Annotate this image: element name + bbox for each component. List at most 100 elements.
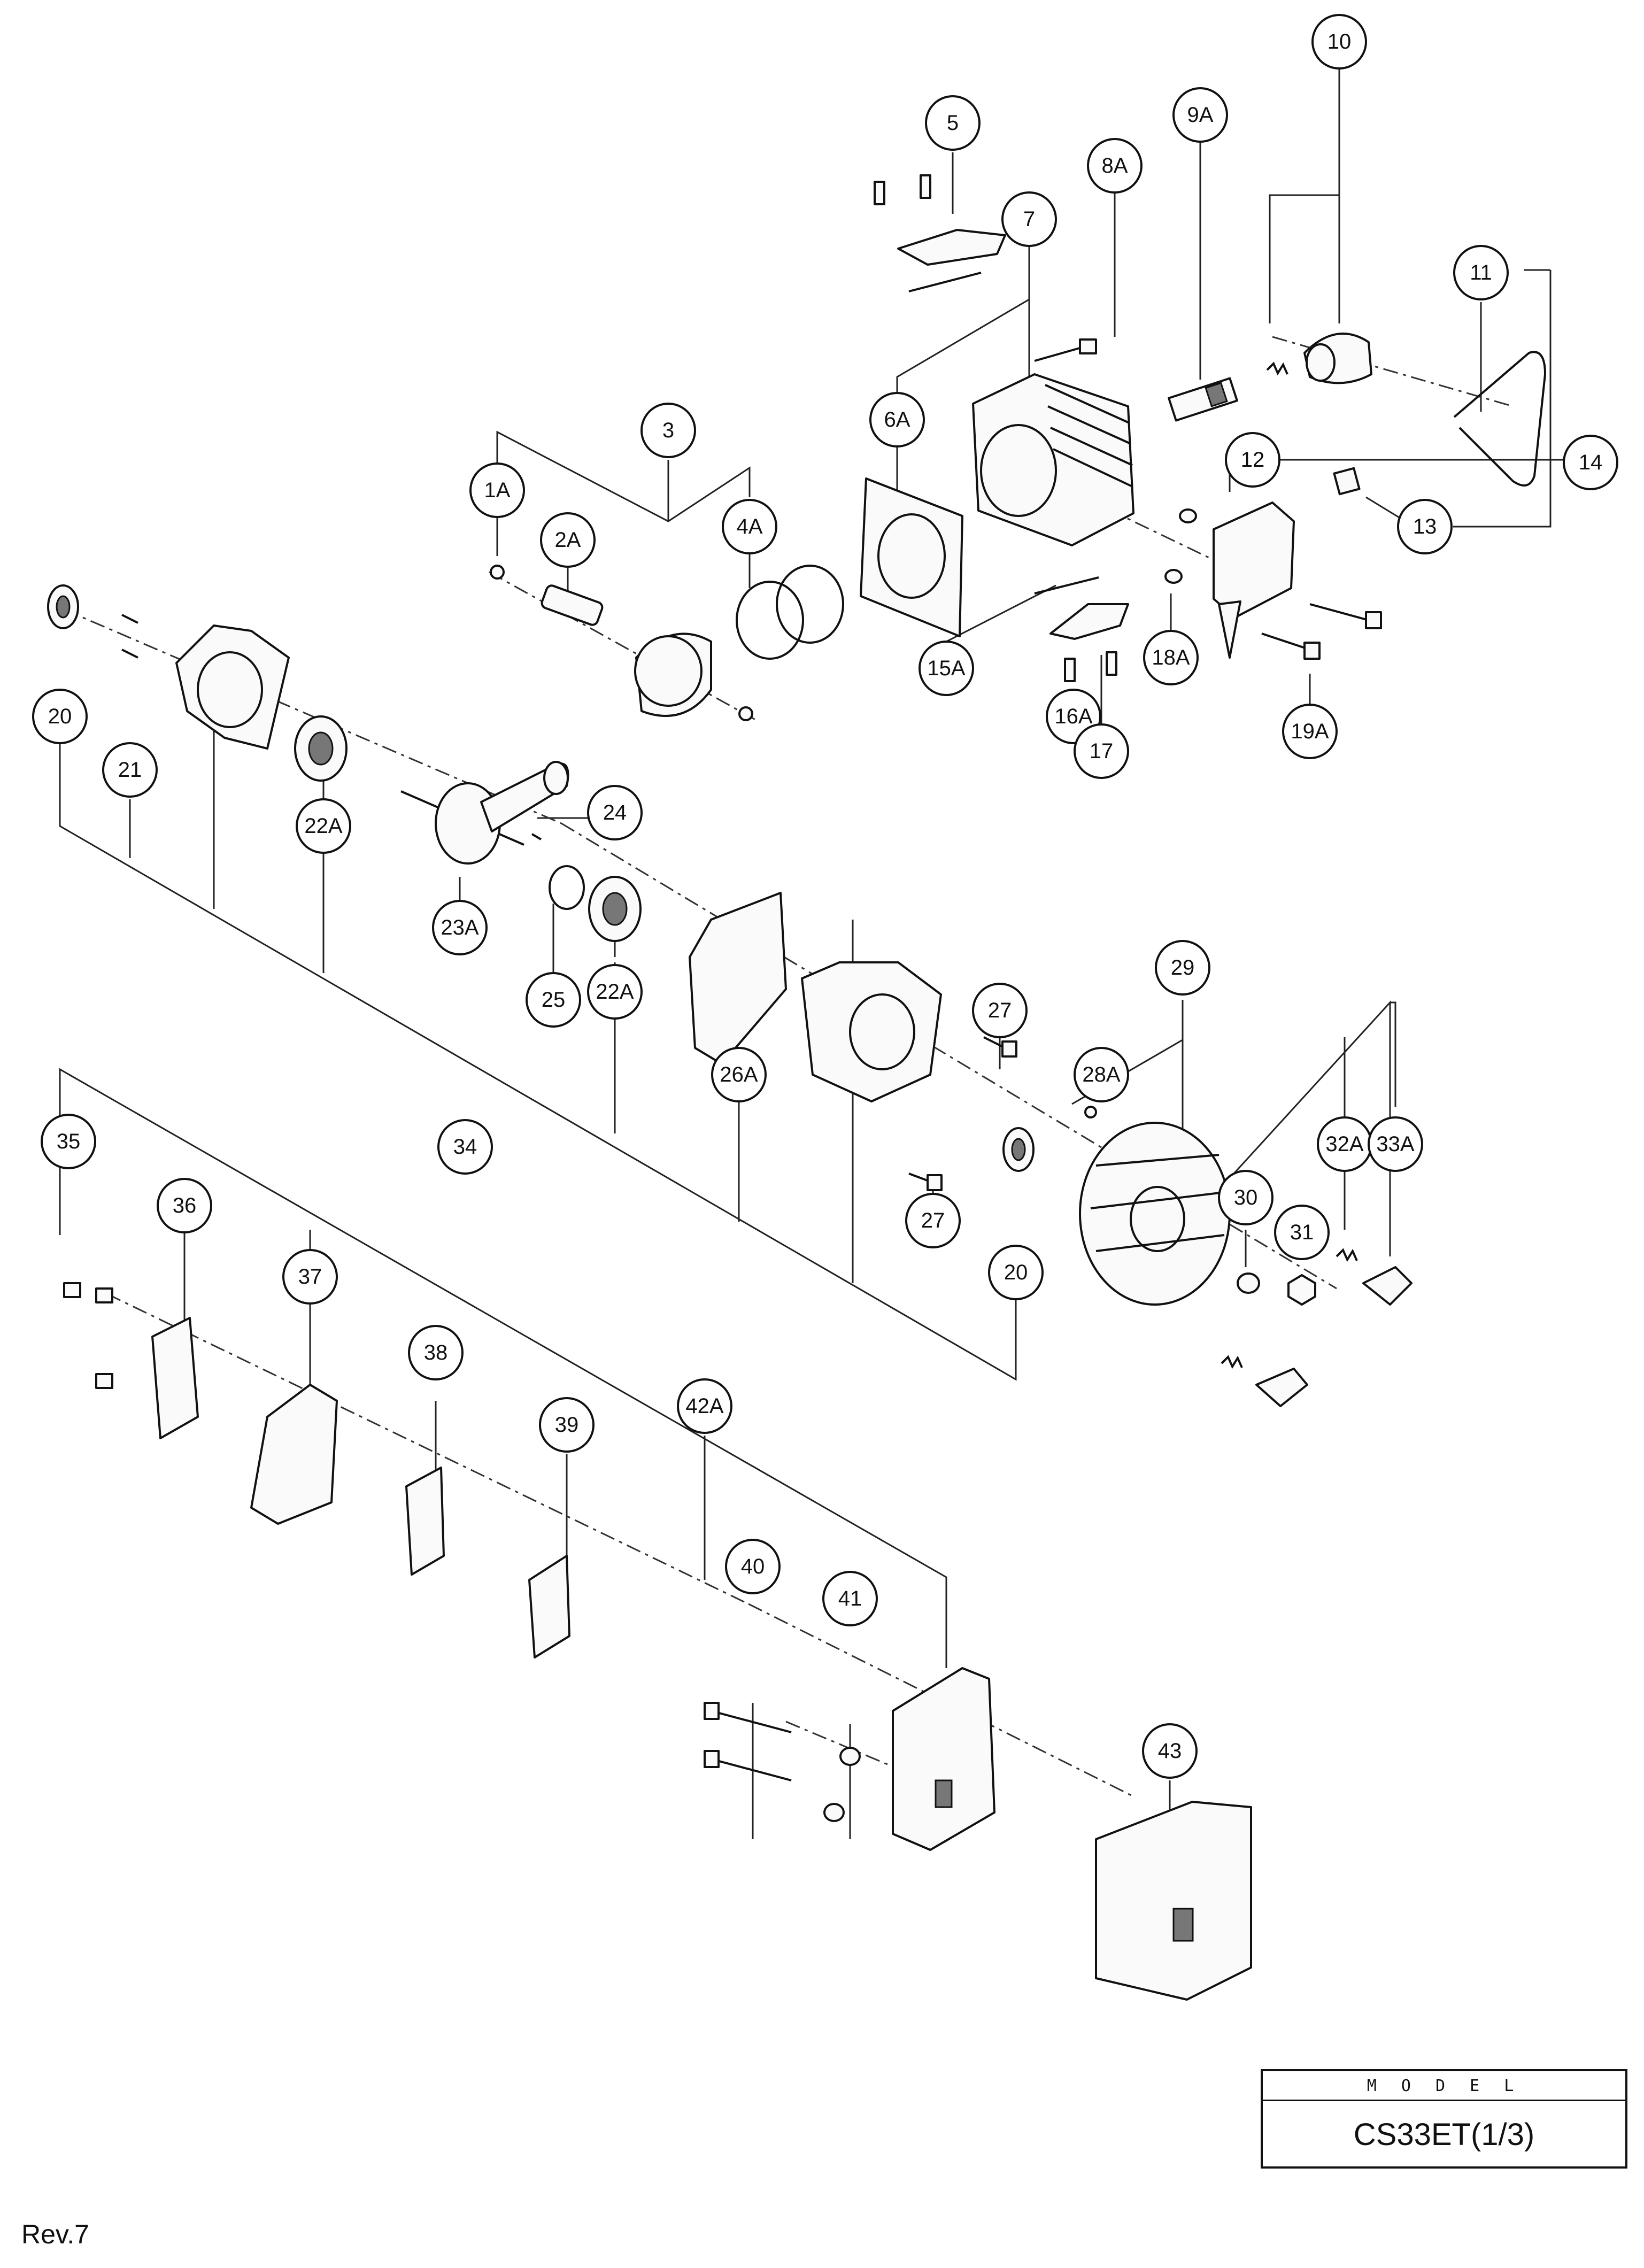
svg-text:42A: 42A xyxy=(685,1394,723,1418)
svg-text:15A: 15A xyxy=(927,657,965,680)
callout-20-left: 20 xyxy=(32,689,88,744)
callout-29: 29 xyxy=(1155,940,1210,996)
callout-7: 7 xyxy=(1001,191,1057,247)
callout-23a: 23A xyxy=(432,900,488,955)
svg-text:38: 38 xyxy=(424,1341,448,1364)
flywheel-part xyxy=(1079,1122,1231,1306)
cylinder-gasket-part xyxy=(860,477,963,637)
svg-text:19A: 19A xyxy=(1291,720,1329,743)
svg-text:31: 31 xyxy=(1290,1221,1314,1244)
svg-text:13: 13 xyxy=(1413,515,1437,538)
svg-text:17: 17 xyxy=(1090,739,1114,763)
callout-17: 17 xyxy=(1074,723,1129,779)
callout-30: 30 xyxy=(1218,1170,1273,1225)
svg-text:8A: 8A xyxy=(1102,154,1128,178)
callout-27-lower: 27 xyxy=(905,1193,961,1248)
svg-text:39: 39 xyxy=(555,1413,579,1437)
svg-text:3: 3 xyxy=(662,419,674,442)
callout-34: 34 xyxy=(437,1119,493,1175)
svg-text:41: 41 xyxy=(838,1587,862,1610)
callout-39: 39 xyxy=(539,1397,595,1453)
callout-28a: 28A xyxy=(1074,1047,1129,1102)
svg-text:25: 25 xyxy=(542,988,566,1012)
svg-text:40: 40 xyxy=(741,1555,765,1578)
callout-33a: 33A xyxy=(1368,1116,1423,1172)
svg-text:20: 20 xyxy=(1004,1261,1028,1284)
leader-lines xyxy=(59,70,1591,1839)
callout-3: 3 xyxy=(640,403,696,458)
callout-20-right: 20 xyxy=(988,1245,1044,1300)
callout-11: 11 xyxy=(1453,245,1509,300)
muffler-part xyxy=(892,1667,995,1851)
callout-8a: 8A xyxy=(1087,138,1143,194)
svg-text:26A: 26A xyxy=(720,1063,758,1086)
callout-18a: 18A xyxy=(1143,630,1199,685)
assembly-axes xyxy=(64,336,1514,1798)
crankcase-right-part xyxy=(801,961,942,1102)
callout-10: 10 xyxy=(1311,14,1367,70)
svg-text:35: 35 xyxy=(57,1130,81,1153)
callout-31: 31 xyxy=(1274,1205,1330,1260)
callout-25: 25 xyxy=(526,972,581,1028)
cylinder-part xyxy=(972,373,1134,546)
plug-cap-part xyxy=(1266,333,1372,384)
callout-9a: 9A xyxy=(1172,87,1228,143)
callout-22a-right: 22A xyxy=(587,964,643,1020)
model-label: M O D E L xyxy=(1263,2071,1625,2101)
spark-plug-part xyxy=(1168,377,1238,422)
callout-40: 40 xyxy=(725,1539,781,1594)
callout-15a: 15A xyxy=(919,641,974,696)
svg-text:34: 34 xyxy=(453,1135,477,1159)
callout-36: 36 xyxy=(157,1178,212,1233)
heat-shield-part xyxy=(874,174,1006,292)
callout-4a: 4A xyxy=(722,499,777,554)
svg-text:21: 21 xyxy=(118,758,142,782)
svg-text:9A: 9A xyxy=(1187,103,1214,127)
callout-37: 37 xyxy=(282,1249,338,1305)
svg-text:23A: 23A xyxy=(441,916,478,939)
svg-text:16A: 16A xyxy=(1054,705,1092,728)
model-value: CS33ET(1/3) xyxy=(1353,2117,1535,2152)
callout-42a: 42A xyxy=(677,1378,732,1434)
svg-text:7: 7 xyxy=(1023,207,1035,231)
callout-21: 21 xyxy=(102,742,158,798)
svg-text:22A: 22A xyxy=(304,814,342,838)
callout-5: 5 xyxy=(925,95,981,151)
svg-text:12: 12 xyxy=(1241,448,1265,472)
ignition-cord-part xyxy=(1453,351,1547,487)
svg-text:27: 27 xyxy=(988,999,1012,1022)
callout-43: 43 xyxy=(1142,1723,1198,1779)
part-illustrations xyxy=(47,174,1547,2001)
title-block: M O D E L CS33ET(1/3) xyxy=(1261,2069,1627,2169)
callouts: 1A 2A 3 4A 5 6A 7 8A 9A 10 11 12 13 14 1… xyxy=(32,14,1618,1779)
svg-text:6A: 6A xyxy=(884,408,910,431)
crankshaft-part xyxy=(400,761,569,865)
svg-text:28A: 28A xyxy=(1082,1063,1120,1086)
svg-text:33A: 33A xyxy=(1376,1132,1414,1156)
svg-text:43: 43 xyxy=(1158,1739,1182,1763)
callout-32a: 32A xyxy=(1317,1116,1372,1172)
revision-label: Rev.7 xyxy=(21,2219,89,2249)
svg-text:5: 5 xyxy=(947,111,959,135)
svg-text:29: 29 xyxy=(1171,956,1195,979)
svg-text:30: 30 xyxy=(1234,1186,1258,1209)
callout-14: 14 xyxy=(1563,435,1618,490)
callout-38: 38 xyxy=(408,1325,464,1380)
svg-text:22A: 22A xyxy=(596,980,634,1004)
callout-2a: 2A xyxy=(540,512,596,568)
svg-text:1A: 1A xyxy=(484,479,511,502)
svg-text:24: 24 xyxy=(603,801,627,824)
svg-text:2A: 2A xyxy=(555,528,581,552)
callout-19a: 19A xyxy=(1282,704,1338,759)
callout-24: 24 xyxy=(587,785,643,840)
callout-1a: 1A xyxy=(469,462,525,518)
ignition-coil-part xyxy=(1213,502,1295,659)
callout-22a-left: 22A xyxy=(296,798,351,854)
terminal-part xyxy=(1333,467,1361,496)
callout-6a: 6A xyxy=(869,392,925,448)
callout-26a: 26A xyxy=(711,1047,767,1102)
svg-text:20: 20 xyxy=(48,705,72,728)
crankcase-part xyxy=(175,624,290,750)
svg-text:32A: 32A xyxy=(1325,1132,1363,1156)
